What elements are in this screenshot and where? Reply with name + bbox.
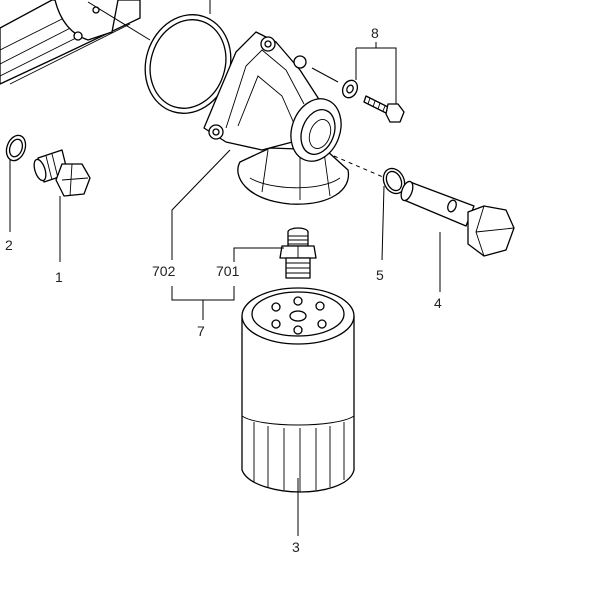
leader-701 <box>233 247 284 262</box>
label-part-1: 1 <box>55 269 63 285</box>
leader-8 <box>355 42 397 104</box>
label-part-2: 2 <box>5 237 13 253</box>
leader-lines <box>9 42 441 536</box>
label-part-701: 701 <box>216 263 240 279</box>
threaded-nipple <box>279 227 317 279</box>
hollow-bolt <box>400 180 515 257</box>
label-part-5: 5 <box>376 267 384 283</box>
label-part-4: 4 <box>434 295 442 311</box>
bracket-7 <box>171 286 235 320</box>
label-part-8: 8 <box>371 25 379 41</box>
small-bolt <box>363 95 405 123</box>
drain-plug-gasket <box>5 134 27 162</box>
filter-head-housing <box>203 31 391 205</box>
leader-5 <box>381 185 385 261</box>
leader-702 <box>171 149 231 260</box>
label-part-7: 7 <box>197 323 205 339</box>
small-o-ring <box>382 167 406 195</box>
label-part-702: 702 <box>152 263 176 279</box>
drain-plug <box>33 149 91 197</box>
small-washer <box>311 67 359 99</box>
oil-filter <box>241 287 355 493</box>
engine-block-fragment <box>0 0 151 85</box>
label-part-3: 3 <box>292 539 300 555</box>
